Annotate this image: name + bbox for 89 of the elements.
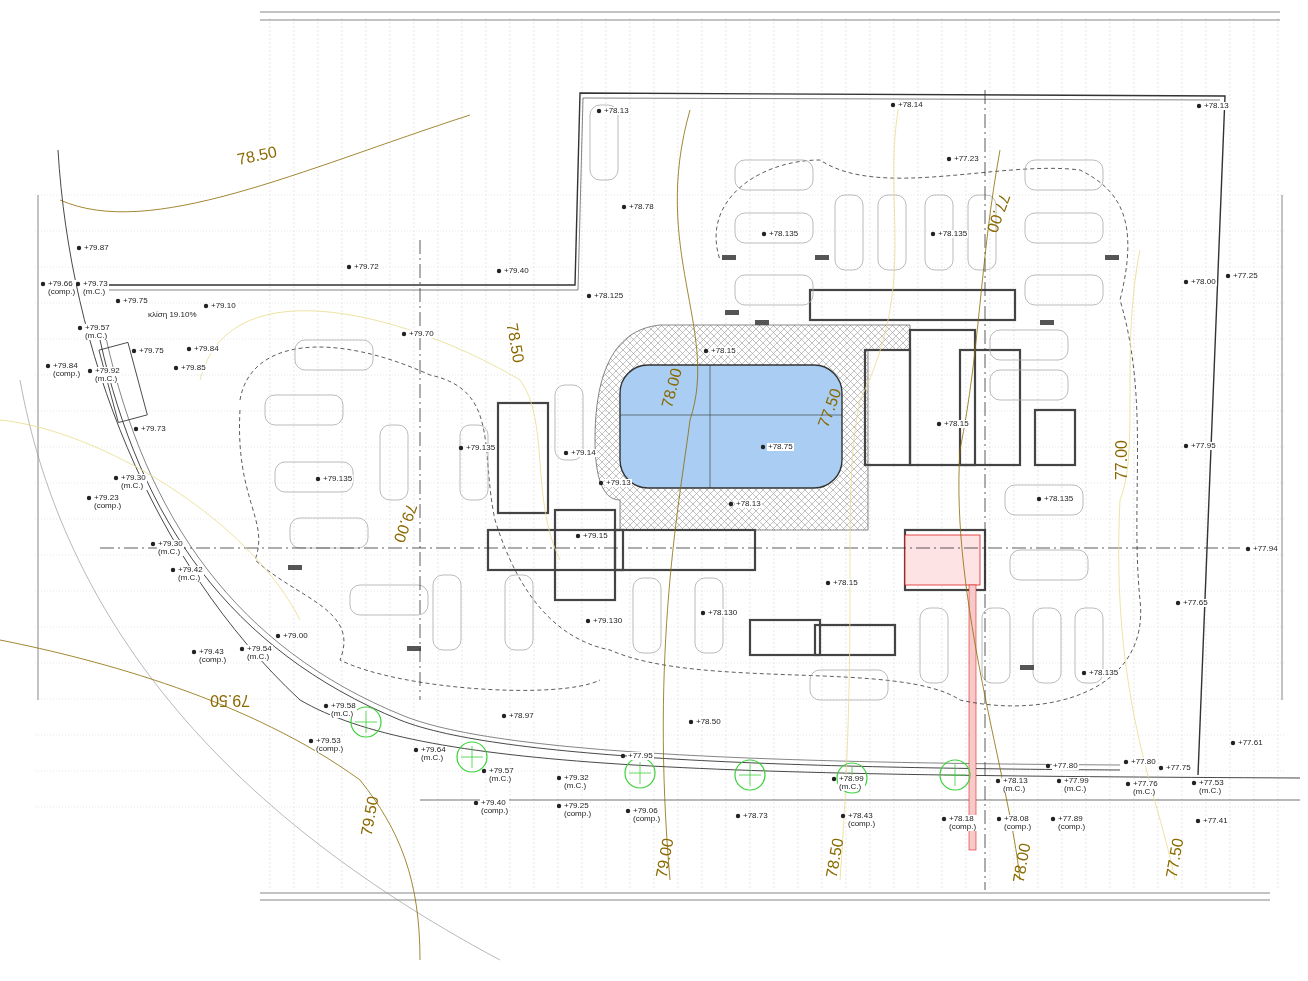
contour-label: 78.00 (659, 366, 685, 410)
spot-level-label: +78.15 (710, 347, 737, 355)
spot-level-label: +79.66 (comp.) (47, 280, 77, 296)
spot-level-label: +79.10 (210, 302, 237, 310)
slope-label: κλίση 19.10% (148, 311, 197, 319)
spot-level-label: +78.130 (707, 609, 739, 617)
spot-level-label: +79.73 (140, 425, 167, 433)
spot-level-label: +78.135 (1088, 669, 1120, 677)
spot-level-label: +79.73 (m.C.) (82, 280, 109, 296)
contour-label: 77.00 (983, 191, 1013, 235)
spot-level-label: +78.43 (comp.) (847, 812, 877, 828)
spot-level-label: +78.135 (768, 230, 800, 238)
spot-level-label: +79.75 (122, 297, 149, 305)
spot-level-label: +79.135 (465, 444, 497, 452)
spot-level-label: +77.25 (1232, 272, 1259, 280)
spot-level-label: +77.53 (m.C.) (1198, 779, 1225, 795)
spot-level-label: +79.15 (582, 532, 609, 540)
spot-level-label: +78.00 (1190, 278, 1217, 286)
spot-level-label: +79.14 (570, 449, 597, 457)
spot-level-label: +79.40 (comp.) (480, 799, 510, 815)
spot-level-label: +79.00 (282, 632, 309, 640)
spot-level-label: +77.23 (953, 155, 980, 163)
spot-level-label: +79.42 (m.C.) (177, 566, 204, 582)
spot-level-label: +77.94 (1252, 545, 1279, 553)
spot-level-label: +77.61 (1237, 739, 1264, 747)
spot-level-label: +78.15 (943, 420, 970, 428)
contour-label: 78.50 (235, 144, 279, 168)
spot-level-label: +78.13 (603, 107, 630, 115)
spot-level-label: +78.13 (735, 500, 762, 508)
spot-level-label: +79.53 (comp.) (315, 737, 345, 753)
contour-label: 78.00 (1010, 841, 1034, 885)
spot-level-label: +79.30 (m.C.) (157, 540, 184, 556)
spot-level-label: +77.41 (1202, 817, 1229, 825)
spot-level-label: +79.54 (m.C.) (246, 645, 273, 661)
contour-label: 77.50 (1163, 836, 1187, 880)
spot-level-label: +79.40 (503, 267, 530, 275)
spot-level-label: +78.08 (comp.) (1003, 815, 1033, 831)
spot-level-label: +78.13 (1203, 102, 1230, 110)
spot-level-label: +77.89 (comp.) (1057, 815, 1087, 831)
spot-level-label: +79.75 (138, 347, 165, 355)
spot-level-label: +78.18 (comp.) (948, 815, 978, 831)
spot-level-label: +78.135 (1043, 495, 1075, 503)
spot-level-label: +78.135 (937, 230, 969, 238)
spot-level-label: +77.80 (1052, 762, 1079, 770)
spot-level-label: +78.73 (742, 812, 769, 820)
spot-level-label: +77.65 (1182, 599, 1209, 607)
spot-level-label: +79.43 (comp.) (198, 648, 228, 664)
contour-label: 79.50 (210, 692, 251, 708)
spot-level-label: +78.99 (m.C.) (838, 775, 865, 791)
spot-level-label: +79.30 (m.C.) (120, 474, 147, 490)
spot-level-label: +79.06 (comp.) (632, 807, 662, 823)
spot-level-label: +79.32 (m.C.) (563, 774, 590, 790)
spot-level-label: +79.92 (m.C.) (94, 367, 121, 383)
spot-level-label: +78.50 (695, 718, 722, 726)
contour-label: 79.00 (390, 501, 420, 545)
spot-level-label: +79.70 (408, 330, 435, 338)
spot-level-label: +78.97 (508, 712, 535, 720)
spot-level-label: +79.13 (605, 479, 632, 487)
contour-label: 77.50 (815, 386, 845, 430)
spot-level-label: +78.14 (897, 101, 924, 109)
spot-level-label: +79.84 (193, 345, 220, 353)
spot-level-label: +77.95 (627, 752, 654, 760)
spot-level-label: +79.58 (m.C.) (330, 702, 357, 718)
spot-level-label: +78.13 (m.C.) (1002, 777, 1029, 793)
spot-level-label: +77.99 (m.C.) (1063, 777, 1090, 793)
contour-label: 78.50 (823, 836, 847, 880)
spot-level-label: +77.75 (1165, 764, 1192, 772)
spot-level-label: +79.57 (m.C.) (84, 324, 111, 340)
spot-level-label: +78.125 (593, 292, 625, 300)
spot-level-label: +79.87 (83, 244, 110, 252)
spot-level-label: +77.76 (m.C.) (1132, 780, 1159, 796)
contour-label: 78.50 (503, 321, 527, 365)
spot-level-label: +79.135 (322, 475, 354, 483)
spot-level-label: +79.57 (m.C.) (488, 767, 515, 783)
spot-level-label: +78.78 (628, 203, 655, 211)
spot-level-label: +77.80 (1130, 758, 1157, 766)
contour-label: 79.00 (653, 836, 677, 880)
spot-level-label: +78.15 (832, 579, 859, 587)
contour-label: 77.00 (1114, 440, 1130, 480)
spot-level-label: +79.85 (180, 364, 207, 372)
contour-label: 79.50 (358, 794, 382, 838)
spot-level-label: +77.95 (1190, 442, 1217, 450)
spot-level-label: +79.25 (comp.) (563, 802, 593, 818)
spot-level-label: +79.64 (m.C.) (420, 746, 447, 762)
spot-level-label: +79.23 (comp.) (93, 494, 123, 510)
spot-level-label: +79.84 (comp.) (52, 362, 82, 378)
spot-level-label: +78.75 (767, 443, 794, 451)
spot-level-label: +79.130 (592, 617, 624, 625)
spot-level-label: +79.72 (353, 263, 380, 271)
